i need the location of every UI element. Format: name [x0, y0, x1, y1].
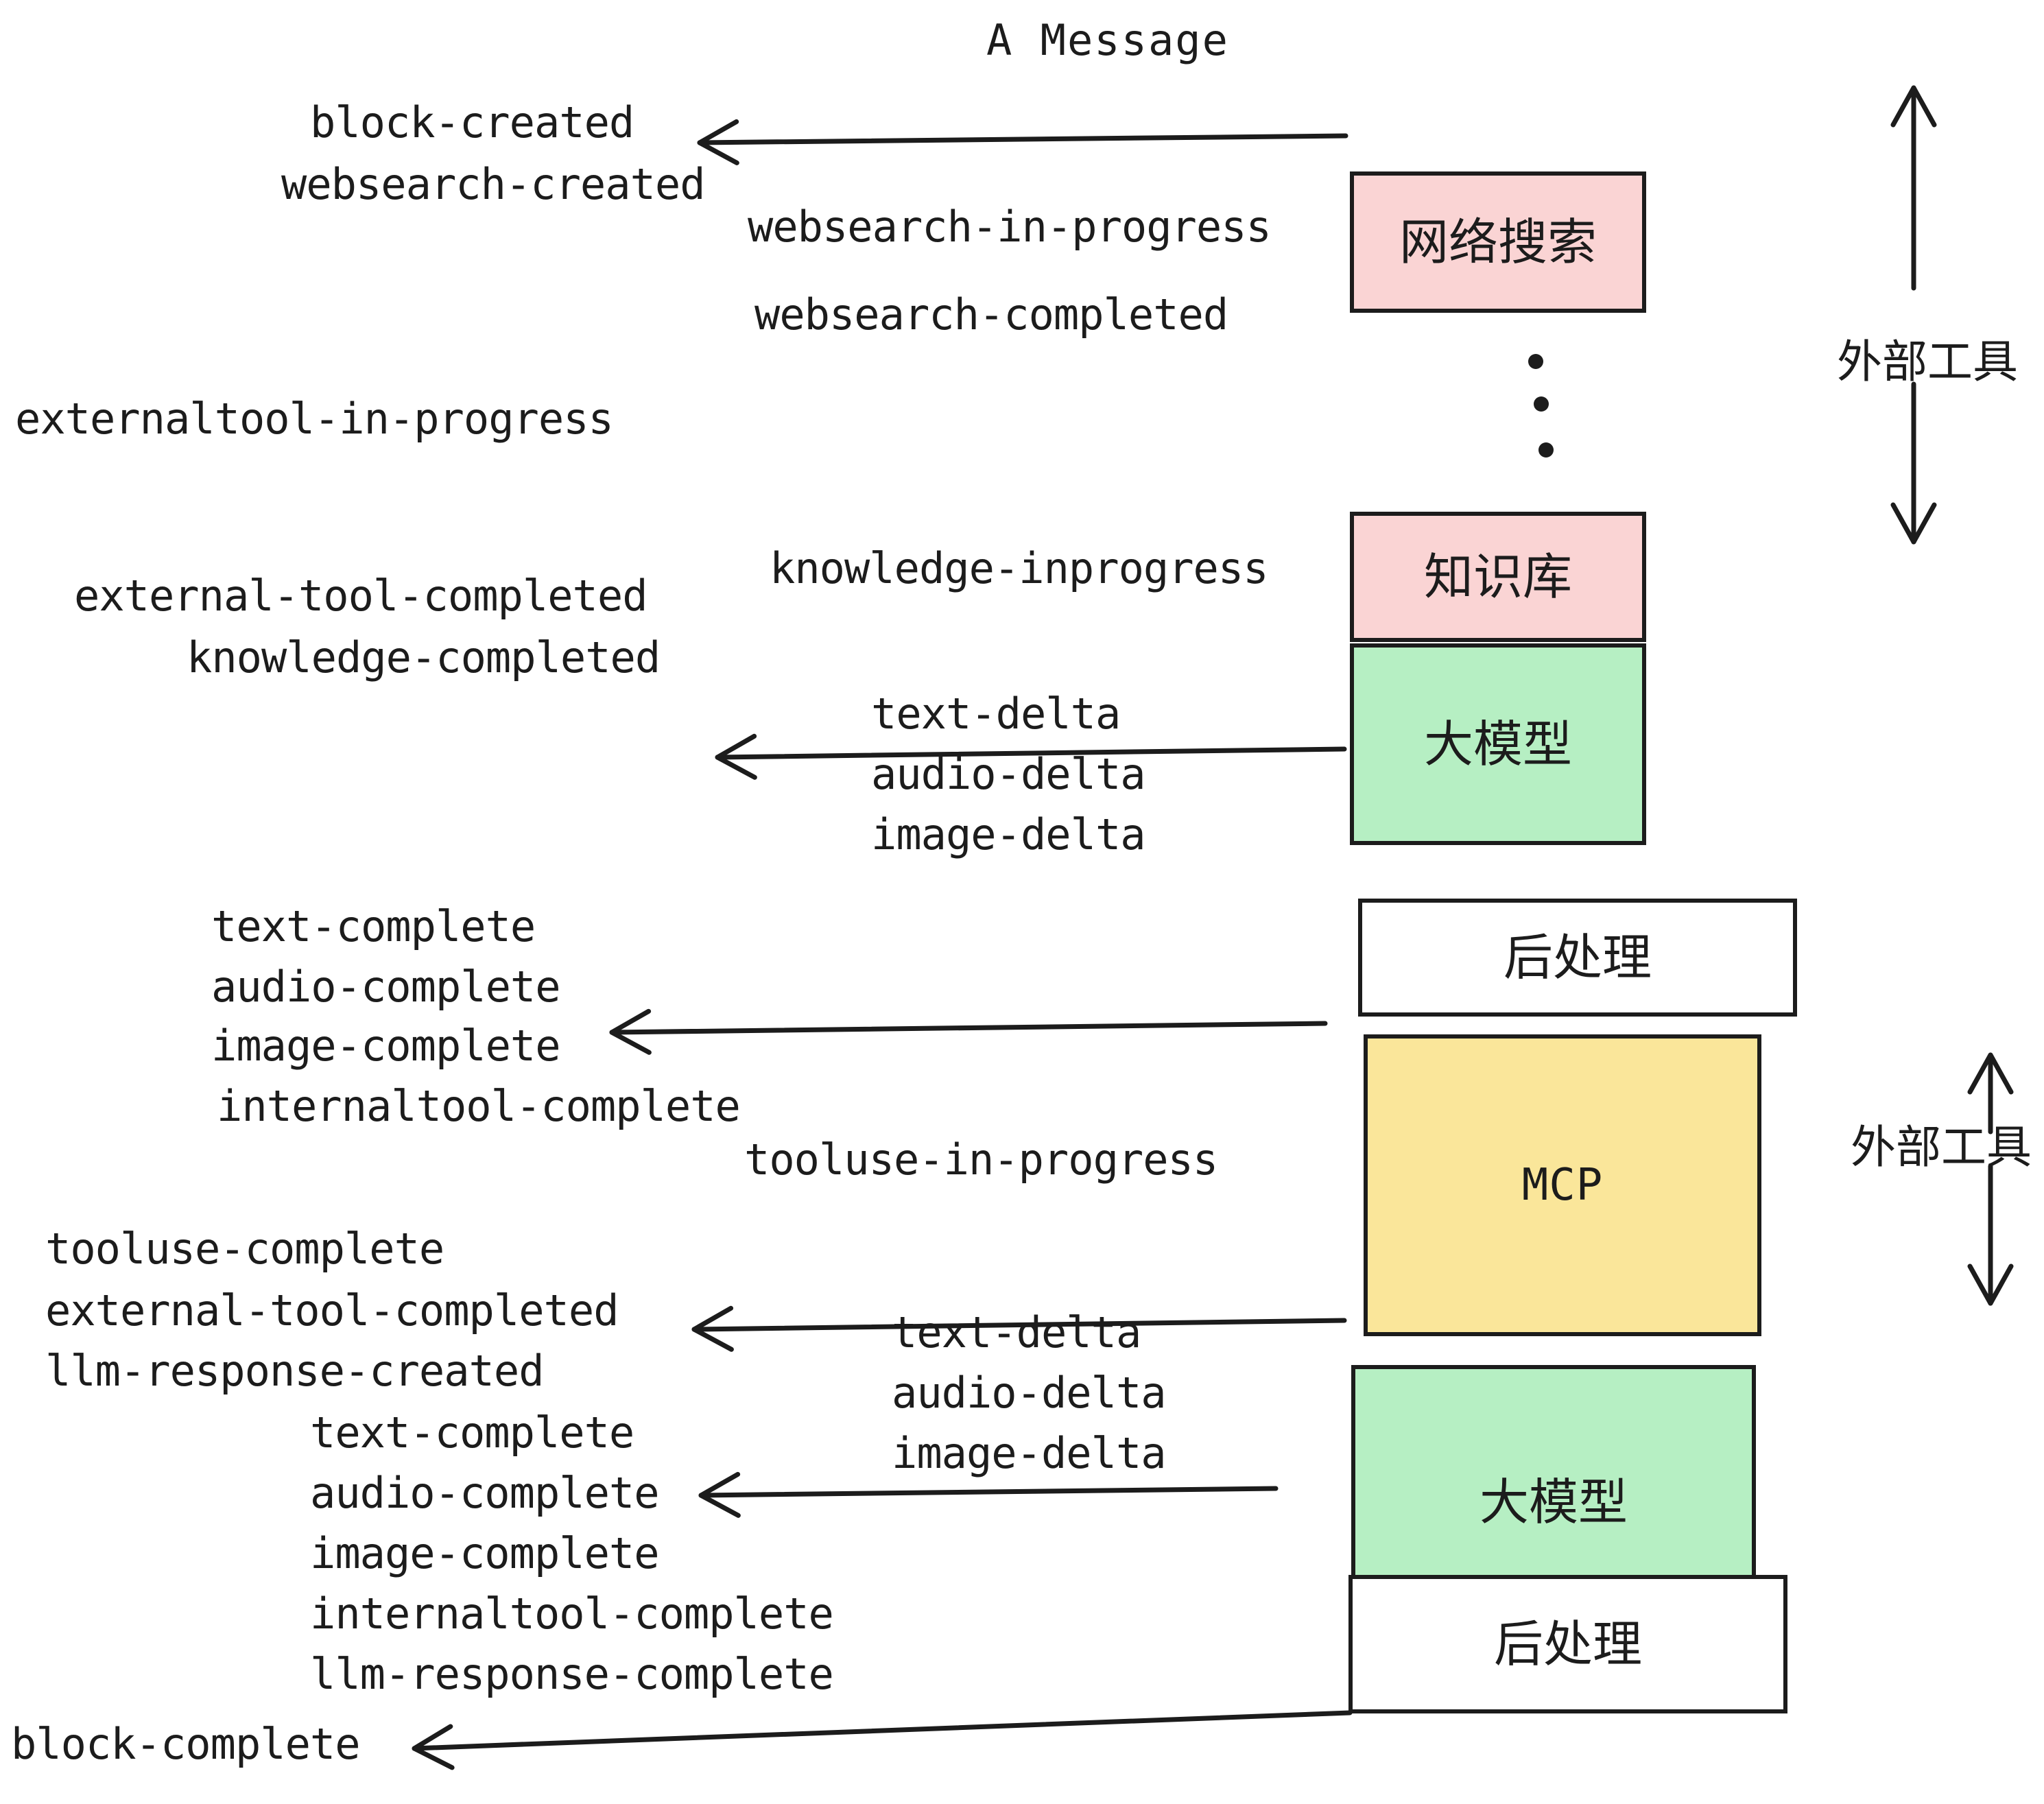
ellipsis-dot-2: [1534, 396, 1549, 412]
event-label-block-complete: block-complete: [11, 1719, 361, 1769]
node-label: MCP: [1521, 1160, 1604, 1211]
event-label-tooluse-in-progress: tooluse-in-progress: [744, 1135, 1218, 1185]
group-label-external-tools-top: 外部工具: [1837, 335, 2018, 388]
event-label-text-delta: text-delta: [871, 689, 1121, 739]
event-label-internaltool-complete: internaltool-complete: [310, 1589, 834, 1639]
event-label-websearch-in-progress: websearch-in-progress: [748, 202, 1272, 252]
group-arrow-bottom-down-head: [1967, 1263, 2014, 1306]
node-label: 网络搜索: [1399, 213, 1597, 271]
event-label-llm-response-created: llm-response-created: [45, 1346, 545, 1396]
diagram-title: A Message: [986, 15, 1229, 65]
group-label-external-tools-bottom: 外部工具: [1851, 1121, 2032, 1174]
arrow-audio-complete-line: [698, 1486, 1279, 1498]
event-label-text-complete: text-complete: [310, 1408, 634, 1458]
group-arrow-top-down-head: [1890, 502, 1937, 545]
arrow-tooluse-complete-head: [691, 1305, 734, 1352]
node-llm-top: 大模型: [1350, 643, 1646, 845]
node-post-bottom: 后处理: [1348, 1575, 1787, 1713]
group-arrow-bottom-up-head: [1967, 1052, 2014, 1095]
node-label: 后处理: [1503, 929, 1652, 986]
event-label-knowledge-completed: knowledge-completed: [187, 632, 661, 683]
event-label-externaltool-in-progress: externaltool-in-progress: [15, 394, 614, 444]
event-label-image-complete: image-complete: [310, 1528, 660, 1578]
ellipsis-dot-3: [1538, 442, 1554, 458]
arrow-image-complete-line: [609, 1021, 1328, 1035]
event-label-audio-delta: audio-delta: [871, 749, 1146, 799]
event-label-text-complete: text-complete: [211, 901, 536, 951]
arrow-image-complete-head: [609, 1008, 652, 1055]
event-label-audio-complete: audio-complete: [310, 1468, 660, 1518]
event-label-internaltool-complete: internaltool-complete: [217, 1081, 741, 1131]
event-label-tooluse-complete: tooluse-complete: [45, 1224, 444, 1274]
node-label: 知识库: [1423, 548, 1572, 606]
arrow-audio-complete-head: [698, 1471, 741, 1518]
event-label-websearch-completed: websearch-completed: [754, 289, 1228, 340]
arrow-websearch-created-head: [697, 119, 739, 165]
event-label-audio-complete: audio-complete: [211, 962, 561, 1012]
node-label: 大模型: [1423, 715, 1572, 773]
event-label-knowledge-inprogress: knowledge-inprogress: [770, 543, 1269, 593]
event-label-block-created: block-created: [310, 97, 634, 147]
event-label-image-delta: image-delta: [892, 1428, 1167, 1478]
event-label-external-tool-completed: external-tool-completed: [45, 1285, 619, 1336]
event-label-llm-response-complete: llm-response-complete: [310, 1649, 834, 1699]
node-post-top: 后处理: [1358, 899, 1797, 1017]
event-label-image-complete: image-complete: [211, 1021, 561, 1071]
node-knowledge: 知识库: [1350, 512, 1646, 642]
event-arrows: [412, 119, 1353, 1770]
node-websearch: 网络搜索: [1350, 171, 1646, 313]
node-label: 大模型: [1479, 1473, 1628, 1531]
event-label-external-tool-completed: external-tool-completed: [74, 571, 648, 621]
event-label-text-delta: text-delta: [892, 1307, 1141, 1357]
event-label-audio-delta: audio-delta: [892, 1368, 1167, 1418]
ellipsis-dot-1: [1528, 354, 1543, 369]
arrow-block-complete-line: [412, 1710, 1353, 1751]
arrow-block-complete-head: [412, 1724, 455, 1770]
arrow-knowledge-completed-head: [715, 733, 757, 780]
group-arrow-top-up-head: [1890, 85, 1937, 128]
node-mcp: MCP: [1364, 1034, 1761, 1336]
event-label-websearch-created: websearch-created: [281, 159, 706, 209]
node-label: 后处理: [1493, 1615, 1642, 1673]
event-label-image-delta: image-delta: [871, 809, 1146, 859]
arrow-websearch-created-line: [697, 133, 1348, 145]
